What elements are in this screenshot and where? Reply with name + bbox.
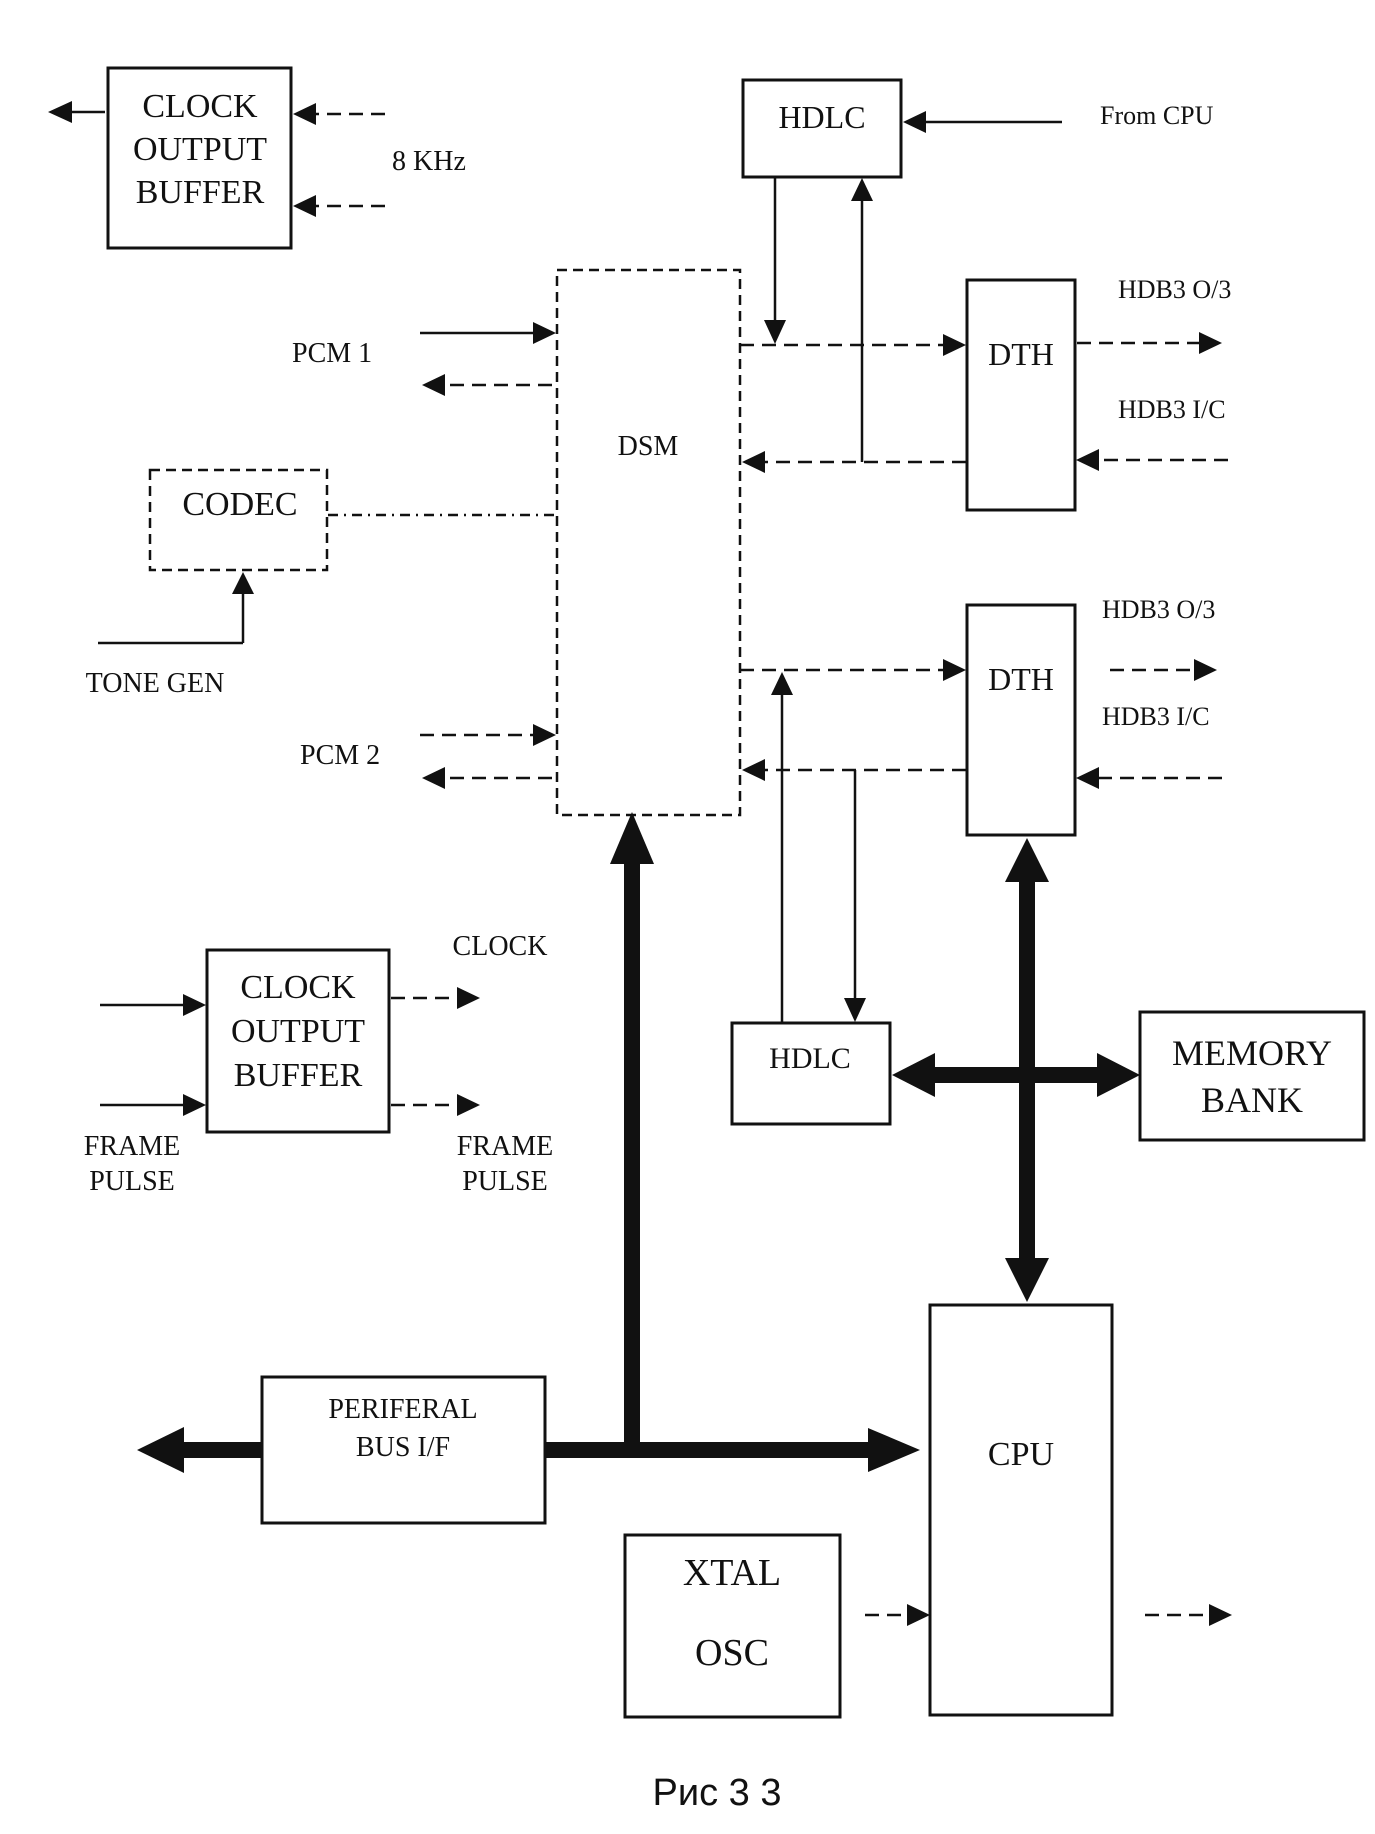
xtal-osc: XTAL OSC [623, 1533, 842, 1719]
label-pcm2: PCM 2 [300, 740, 380, 771]
dsm-block: DSM [555, 268, 742, 817]
arrow-right-icon [533, 322, 556, 344]
bus-arrow-left-icon [892, 1053, 935, 1097]
arrow-left-icon [1076, 767, 1099, 789]
label-from-cpu: From CPU [1100, 101, 1214, 130]
arrow-left-icon [48, 101, 72, 123]
peripheral-bus-if: PERIFERAL BUS I/F [260, 1375, 547, 1525]
arrow-up-icon [232, 572, 254, 594]
dth-bottom-label: DTH [988, 661, 1054, 697]
codec-label: CODEC [182, 486, 297, 523]
label-pcm1: PCM 1 [292, 338, 372, 369]
label-hdb3-out-top: HDB3 O/3 [1118, 275, 1231, 304]
cpu-block: CPU [928, 1303, 1114, 1717]
xtal-osc-line2: OSC [695, 1632, 769, 1674]
arrow-right-icon [1194, 659, 1217, 681]
arrow-right-icon [907, 1604, 930, 1626]
dsm-label: DSM [618, 431, 679, 462]
bus-arrow-right-icon [868, 1428, 920, 1472]
arrow-left-icon [422, 374, 445, 396]
arrow-right-icon [183, 1094, 206, 1116]
codec-block: CODEC [148, 468, 329, 572]
bus-arrow-down-icon [1005, 1258, 1049, 1302]
label-tone-gen: TONE GEN [86, 668, 225, 699]
arrow-left-icon [422, 767, 445, 789]
arrow-right-icon [943, 334, 966, 356]
hdlc-top: HDLC [741, 78, 903, 179]
arrow-right-icon [533, 724, 556, 746]
arrow-left-icon [903, 111, 926, 133]
arrow-left-icon [742, 759, 765, 781]
peripheral-bus [137, 812, 920, 1473]
label-8khz: 8 KHz [392, 146, 466, 177]
memory-bank-line2: BANK [1201, 1080, 1303, 1120]
dth-top-label: DTH [988, 336, 1054, 372]
hdlc-bottom-label: HDLC [769, 1042, 851, 1075]
peripheral-bus-line1: PERIFERAL [328, 1394, 477, 1425]
arrow-right-icon [943, 659, 966, 681]
label-hdb3-in-bottom: HDB3 I/C [1102, 702, 1210, 731]
arrow-left-icon [742, 451, 765, 473]
bus-arrow-up-icon [610, 812, 654, 864]
clock-output-buffer-bottom: CLOCK OUTPUT BUFFER [205, 948, 391, 1134]
clock-buffer-top-line1: CLOCK [142, 88, 258, 125]
arrow-left-icon [293, 103, 316, 125]
clock-output-buffer-top: CLOCK OUTPUT BUFFER [106, 66, 293, 250]
clock-buffer-top-line3: BUFFER [136, 174, 265, 211]
arrow-right-icon [457, 987, 480, 1009]
arrow-right-icon [1209, 1604, 1232, 1626]
label-frame-pulse-in-2: PULSE [89, 1166, 175, 1197]
arrow-up-icon [771, 672, 793, 695]
arrow-right-icon [183, 994, 206, 1016]
cpu-label: CPU [988, 1436, 1054, 1473]
arrow-right-icon [1199, 332, 1222, 354]
bus-arrow-left-icon [137, 1427, 184, 1473]
arrow-right-icon [457, 1094, 480, 1116]
arrow-down-icon [844, 998, 866, 1022]
peripheral-bus-line2: BUS I/F [356, 1432, 450, 1463]
label-hdb3-out-bottom: HDB3 O/3 [1102, 595, 1215, 624]
label-frame-pulse-out-1: FRAME [457, 1131, 553, 1162]
memory-bus-vertical [1005, 838, 1049, 1302]
bus-arrow-up-icon [1005, 838, 1049, 882]
clock-buffer-bottom-line3: BUFFER [234, 1057, 363, 1094]
label-frame-pulse-in-1: FRAME [84, 1131, 180, 1162]
dth-top: DTH [965, 278, 1077, 512]
label-frame-pulse-out-2: PULSE [462, 1166, 548, 1197]
arrow-up-icon [851, 178, 873, 201]
hdlc-top-label: HDLC [778, 99, 865, 135]
label-clock-out: CLOCK [453, 931, 548, 962]
arrow-left-icon [1076, 449, 1099, 471]
hdlc-bottom: HDLC [730, 1021, 892, 1126]
clock-buffer-top-line2: OUTPUT [133, 131, 267, 168]
clock-buffer-top-connections: 8 KHz [48, 101, 466, 217]
clock-buffer-bottom-line2: OUTPUT [231, 1013, 365, 1050]
label-hdb3-in-top: HDB3 I/C [1118, 395, 1226, 424]
arrow-down-icon [764, 320, 786, 344]
clock-buffer-bottom-line1: CLOCK [240, 969, 356, 1006]
xtal-osc-line1: XTAL [683, 1552, 781, 1594]
bus-arrow-right-icon [1097, 1053, 1140, 1097]
dth-bottom: DTH [965, 603, 1077, 837]
memory-bank-line1: MEMORY [1172, 1033, 1332, 1073]
figure-caption: Рис 3 3 [653, 1772, 782, 1814]
memory-bus-horizontal [892, 1053, 1140, 1097]
memory-bank: MEMORY BANK [1138, 1010, 1366, 1142]
arrow-left-icon [293, 195, 316, 217]
